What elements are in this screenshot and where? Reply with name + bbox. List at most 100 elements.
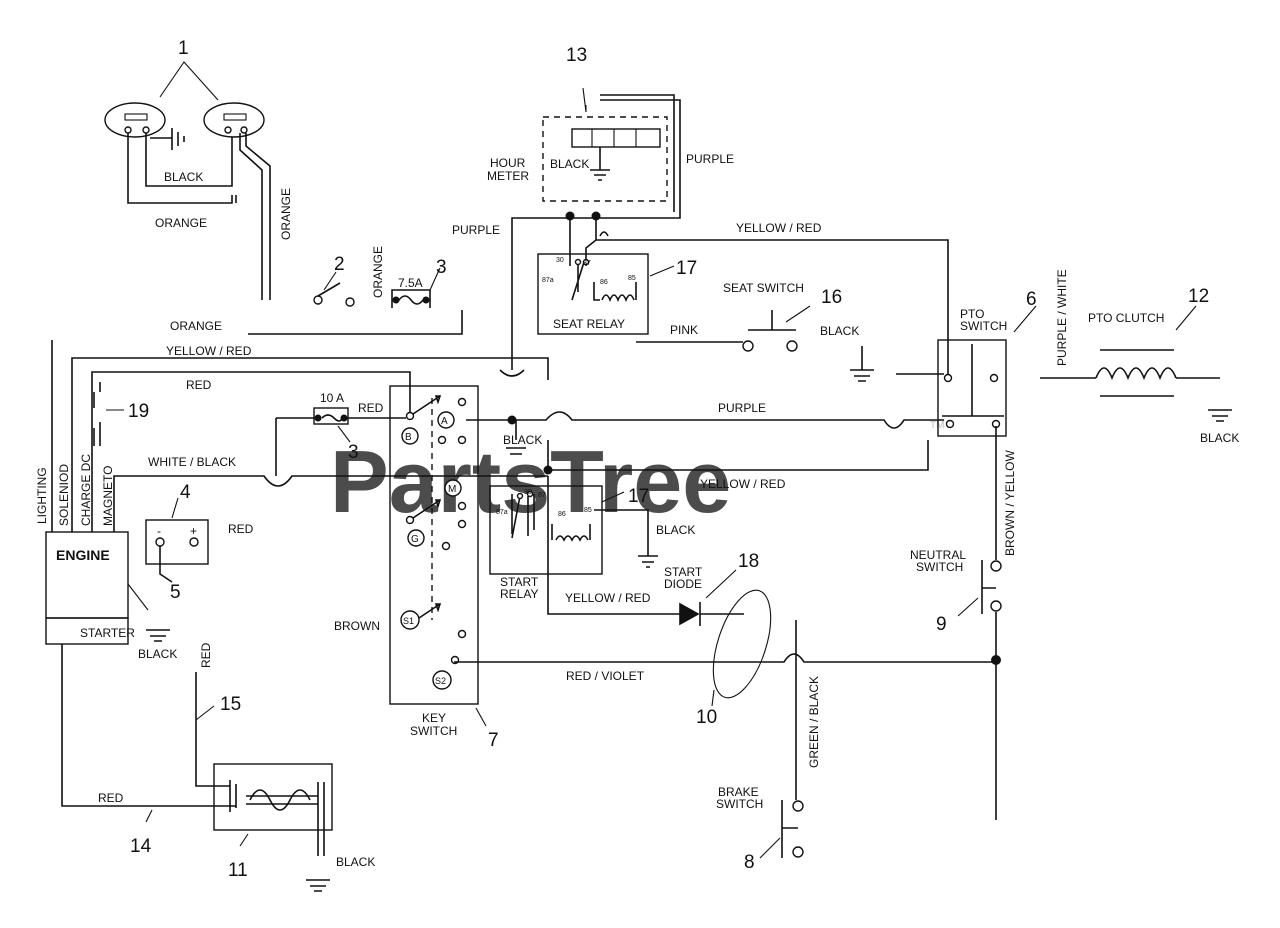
key-terminal-g: G <box>411 534 419 545</box>
callout-17-bottom: 17 <box>628 486 649 507</box>
seat-relay-pin-30: 30 <box>556 257 564 264</box>
key-terminal-b: B <box>405 432 412 443</box>
wire-label-green-black: GREEN / BLACK <box>807 676 821 768</box>
hour-meter-black: BLACK <box>550 157 589 171</box>
callout-15: 15 <box>220 694 241 715</box>
pto-switch <box>896 305 1037 437</box>
wire-label-black-relay: BLACK <box>656 523 695 537</box>
seat-relay <box>537 218 675 335</box>
meter-label: METER <box>487 169 529 183</box>
seat-switch-label: SEAT SWITCH <box>723 281 804 295</box>
wire-yellow-red-mid <box>547 440 929 471</box>
key-terminal-s1: S1 <box>403 616 414 626</box>
callout-2: 2 <box>334 254 345 275</box>
seat-relay-pin-87a: 87a <box>542 277 554 284</box>
wire-label-black-pto: BLACK <box>1200 431 1239 445</box>
wire-label-red-fuse: RED <box>358 401 384 415</box>
wire-purple-main <box>466 411 944 429</box>
wire-label-black-seat: BLACK <box>820 324 859 338</box>
key-terminal-m: M <box>448 484 456 495</box>
start-relay-pin-85: 85 <box>584 507 592 514</box>
key-switch-label: SWITCH <box>410 724 457 738</box>
key-terminal-a: A <box>441 416 448 427</box>
wire-label-red-15: RED <box>199 642 213 668</box>
watermark: PartsTree <box>330 432 731 531</box>
pto-switch-label: SWITCH <box>960 319 1007 333</box>
lighting-label: LIGHTING <box>35 467 49 524</box>
wire-label-brown-yellow: BROWN / YELLOW <box>1003 450 1017 556</box>
callout-3-bottom: 3 <box>348 442 359 463</box>
callout-19: 19 <box>128 401 149 422</box>
wire-label-purple-main: PURPLE <box>718 401 766 415</box>
wire-purple-meter <box>511 99 681 370</box>
hour-label: HOUR <box>490 156 526 170</box>
fuse-10a-label: 10 A <box>320 391 344 405</box>
harness-loop <box>712 589 772 699</box>
pto-clutch-label: PTO CLUTCH <box>1088 311 1164 325</box>
start-diode-start: START <box>664 565 703 579</box>
fuse-7-5a <box>391 267 441 308</box>
wire-label-black-center: BLACK <box>503 433 542 447</box>
seat-relay-pin-85: 85 <box>628 275 636 282</box>
wire-label-black: BLACK <box>164 170 203 184</box>
wire-yellow-red-top <box>596 239 949 380</box>
pto-clutch <box>1040 305 1232 422</box>
callout-3-top: 3 <box>436 257 447 278</box>
wire-label-yellow-red-left: YELLOW / RED <box>166 344 252 358</box>
callout-10: 10 <box>696 707 717 728</box>
callout-12: 12 <box>1188 286 1209 307</box>
ground-seat <box>850 346 874 382</box>
start-diode <box>679 569 744 626</box>
ground-center <box>506 420 526 455</box>
wire-label-pink: PINK <box>670 323 698 337</box>
starter-solenoid <box>145 672 333 892</box>
callout-9: 9 <box>936 614 947 635</box>
wire-label-red-battery: RED <box>228 522 254 536</box>
trademark: TM <box>930 420 944 431</box>
wire-label-purple-meter: PURPLE <box>686 152 734 166</box>
wire-label-orange-vertical: ORANGE <box>279 188 293 240</box>
wire-label-red-violet: RED / VIOLET <box>566 669 645 683</box>
start-relay-pin-87: 87 <box>538 492 546 499</box>
charge-dc-label: CHARGE DC <box>79 454 93 526</box>
seat-relay-pin-87: 87 <box>583 260 591 267</box>
callout-1: 1 <box>178 38 189 59</box>
component-19 <box>93 382 124 446</box>
start-relay-relay: RELAY <box>500 587 538 601</box>
wire-orange-lower <box>248 310 463 335</box>
key-label: KEY <box>422 711 446 725</box>
callout-4: 4 <box>180 482 191 503</box>
brake-label: BRAKE <box>718 785 759 799</box>
callout-16: 16 <box>821 287 842 308</box>
callout-11: 11 <box>228 860 248 881</box>
solenoid-label: SOLENIOD <box>57 464 71 526</box>
wire-label-orange-fuse: ORANGE <box>371 246 385 298</box>
wire-label-brown: BROWN <box>334 619 380 633</box>
fuse-7-5a-label: 7.5A <box>398 276 423 290</box>
callout-7: 7 <box>488 730 499 751</box>
brake-switch <box>759 620 804 859</box>
seat-relay-pin-86: 86 <box>600 279 608 286</box>
hour-meter <box>542 87 668 202</box>
neutral-switch <box>957 426 1002 820</box>
start-relay <box>489 476 680 615</box>
engine-label: ENGINE <box>56 547 110 563</box>
wire-red-violet <box>454 653 996 663</box>
callout-5: 5 <box>170 582 181 603</box>
starter-label: STARTER <box>80 626 135 640</box>
seat-relay-label: SEAT RELAY <box>553 317 625 331</box>
start-relay-start: START <box>500 575 539 589</box>
wire-label-purple-white: PURPLE / WHITE <box>1055 269 1069 366</box>
callout-18: 18 <box>738 551 759 572</box>
wire-label-purple-left: PURPLE <box>452 223 500 237</box>
start-diode-diode: DIODE <box>664 577 702 591</box>
key-switch <box>389 385 487 727</box>
wire-label-yellow-red-top: YELLOW / RED <box>736 221 822 235</box>
callout-14: 14 <box>130 836 152 857</box>
light-switch <box>313 271 355 307</box>
headlights <box>104 61 271 300</box>
ground-engine <box>146 629 170 642</box>
callout-8: 8 <box>744 852 755 873</box>
wire-label-red-19: RED <box>186 378 212 392</box>
